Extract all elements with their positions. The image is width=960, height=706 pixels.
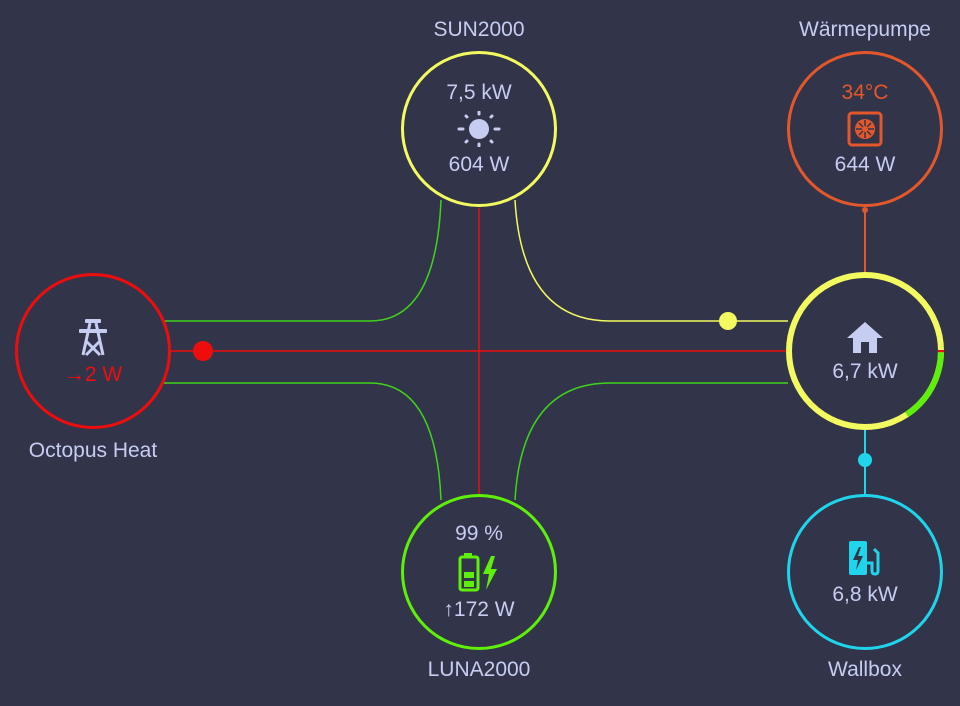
home-power: 6,7 kW	[832, 360, 898, 383]
home-ring-grid-segment	[786, 272, 944, 430]
heatpump-label: Wärmepumpe	[799, 18, 931, 41]
wallbox-label: Wallbox	[828, 658, 902, 681]
solar-label: SUN2000	[433, 18, 525, 41]
wallbox-node[interactable]: 6,8 kW	[787, 494, 943, 650]
heat-pump-icon	[847, 111, 883, 147]
home-node[interactable]: 6,7 kW	[787, 273, 943, 429]
wallbox-power: 6,8 kW	[832, 583, 898, 606]
heatpump-power: 644 W	[834, 153, 896, 176]
arrow-up-icon: ↑	[443, 598, 454, 621]
flow-dot-wallbox	[858, 453, 872, 467]
transmission-tower-icon	[79, 319, 107, 357]
home-ring	[786, 272, 944, 430]
grid-power-row: →2 W	[64, 361, 122, 389]
flow-grid-to-battery	[163, 382, 442, 501]
flow-solar-to-grid	[163, 199, 442, 322]
arrow-right-icon: →	[63, 363, 85, 386]
grid-node[interactable]: →2 W	[15, 273, 171, 429]
heatpump-temperature: 34°C	[841, 81, 889, 104]
flow-solar-to-home	[514, 199, 788, 322]
solar-power: 604 W	[448, 153, 510, 176]
home-icon	[847, 322, 883, 353]
battery-charging-icon	[458, 553, 497, 592]
battery-label: LUNA2000	[427, 658, 531, 681]
grid-label: Octopus Heat	[28, 439, 158, 462]
sun-icon	[457, 111, 501, 147]
grid-power: 2 W	[84, 363, 123, 386]
flow-dot-grid	[193, 341, 213, 361]
heatpump-connector-dot	[862, 207, 868, 213]
battery-node[interactable]: 99 % ↑172 W	[401, 494, 557, 650]
heatpump-node[interactable]: 34°C 644 W	[787, 51, 943, 207]
ev-station-icon	[849, 541, 880, 576]
battery-power: 172 W	[453, 598, 515, 621]
battery-power-row: ↑172 W	[443, 596, 514, 624]
battery-soc: 99 %	[455, 522, 503, 545]
solar-node[interactable]: 7,5 kW 604 W	[401, 51, 557, 207]
solar-forecast: 7,5 kW	[446, 81, 512, 104]
flow-battery-to-home	[514, 382, 788, 501]
flow-dot-solar	[719, 312, 737, 330]
